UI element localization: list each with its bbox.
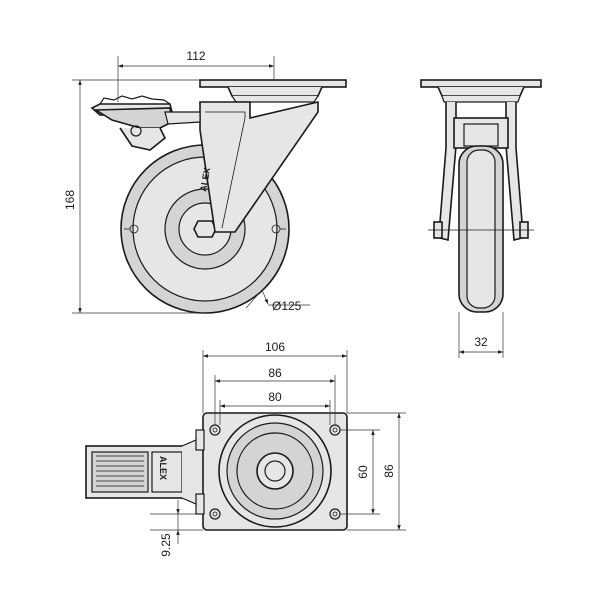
top-brand-text: ALEX	[158, 456, 168, 480]
dim-label-offset: 9.25	[159, 533, 173, 557]
dim-label-height: 168	[63, 190, 77, 210]
side-brand-text: ALEX	[198, 167, 212, 192]
dim-label-top-width: 112	[186, 49, 205, 63]
dim-label-plate-width: 106	[265, 340, 285, 354]
front-top-plate	[420, 79, 542, 88]
side-fork-leg	[199, 100, 319, 233]
brake-lever	[90, 95, 201, 151]
mount-hole	[209, 508, 221, 520]
side-swivel-race	[227, 86, 323, 97]
top-brake-pedal: ALEX	[85, 439, 207, 505]
top-view: ALEX 106 86	[85, 340, 406, 557]
dim-label-wheel-diameter: Ø125	[272, 299, 302, 313]
front-view: 32	[420, 79, 542, 358]
side-top-plate	[199, 79, 347, 88]
axle-nut	[193, 220, 217, 238]
dim-label-hole-spacing-vertical: 60	[356, 465, 370, 479]
dim-label-wheel-width: 32	[474, 335, 488, 349]
top-kingpin	[256, 452, 294, 490]
dim-label-hole-spacing-outer: 86	[268, 366, 282, 380]
dim-label-plate-height: 86	[382, 464, 396, 478]
dim-label-hole-spacing-inner: 80	[268, 390, 282, 404]
top-raceway-outer	[218, 414, 332, 528]
side-view: ALEX 112 168 Ø125	[63, 49, 347, 314]
